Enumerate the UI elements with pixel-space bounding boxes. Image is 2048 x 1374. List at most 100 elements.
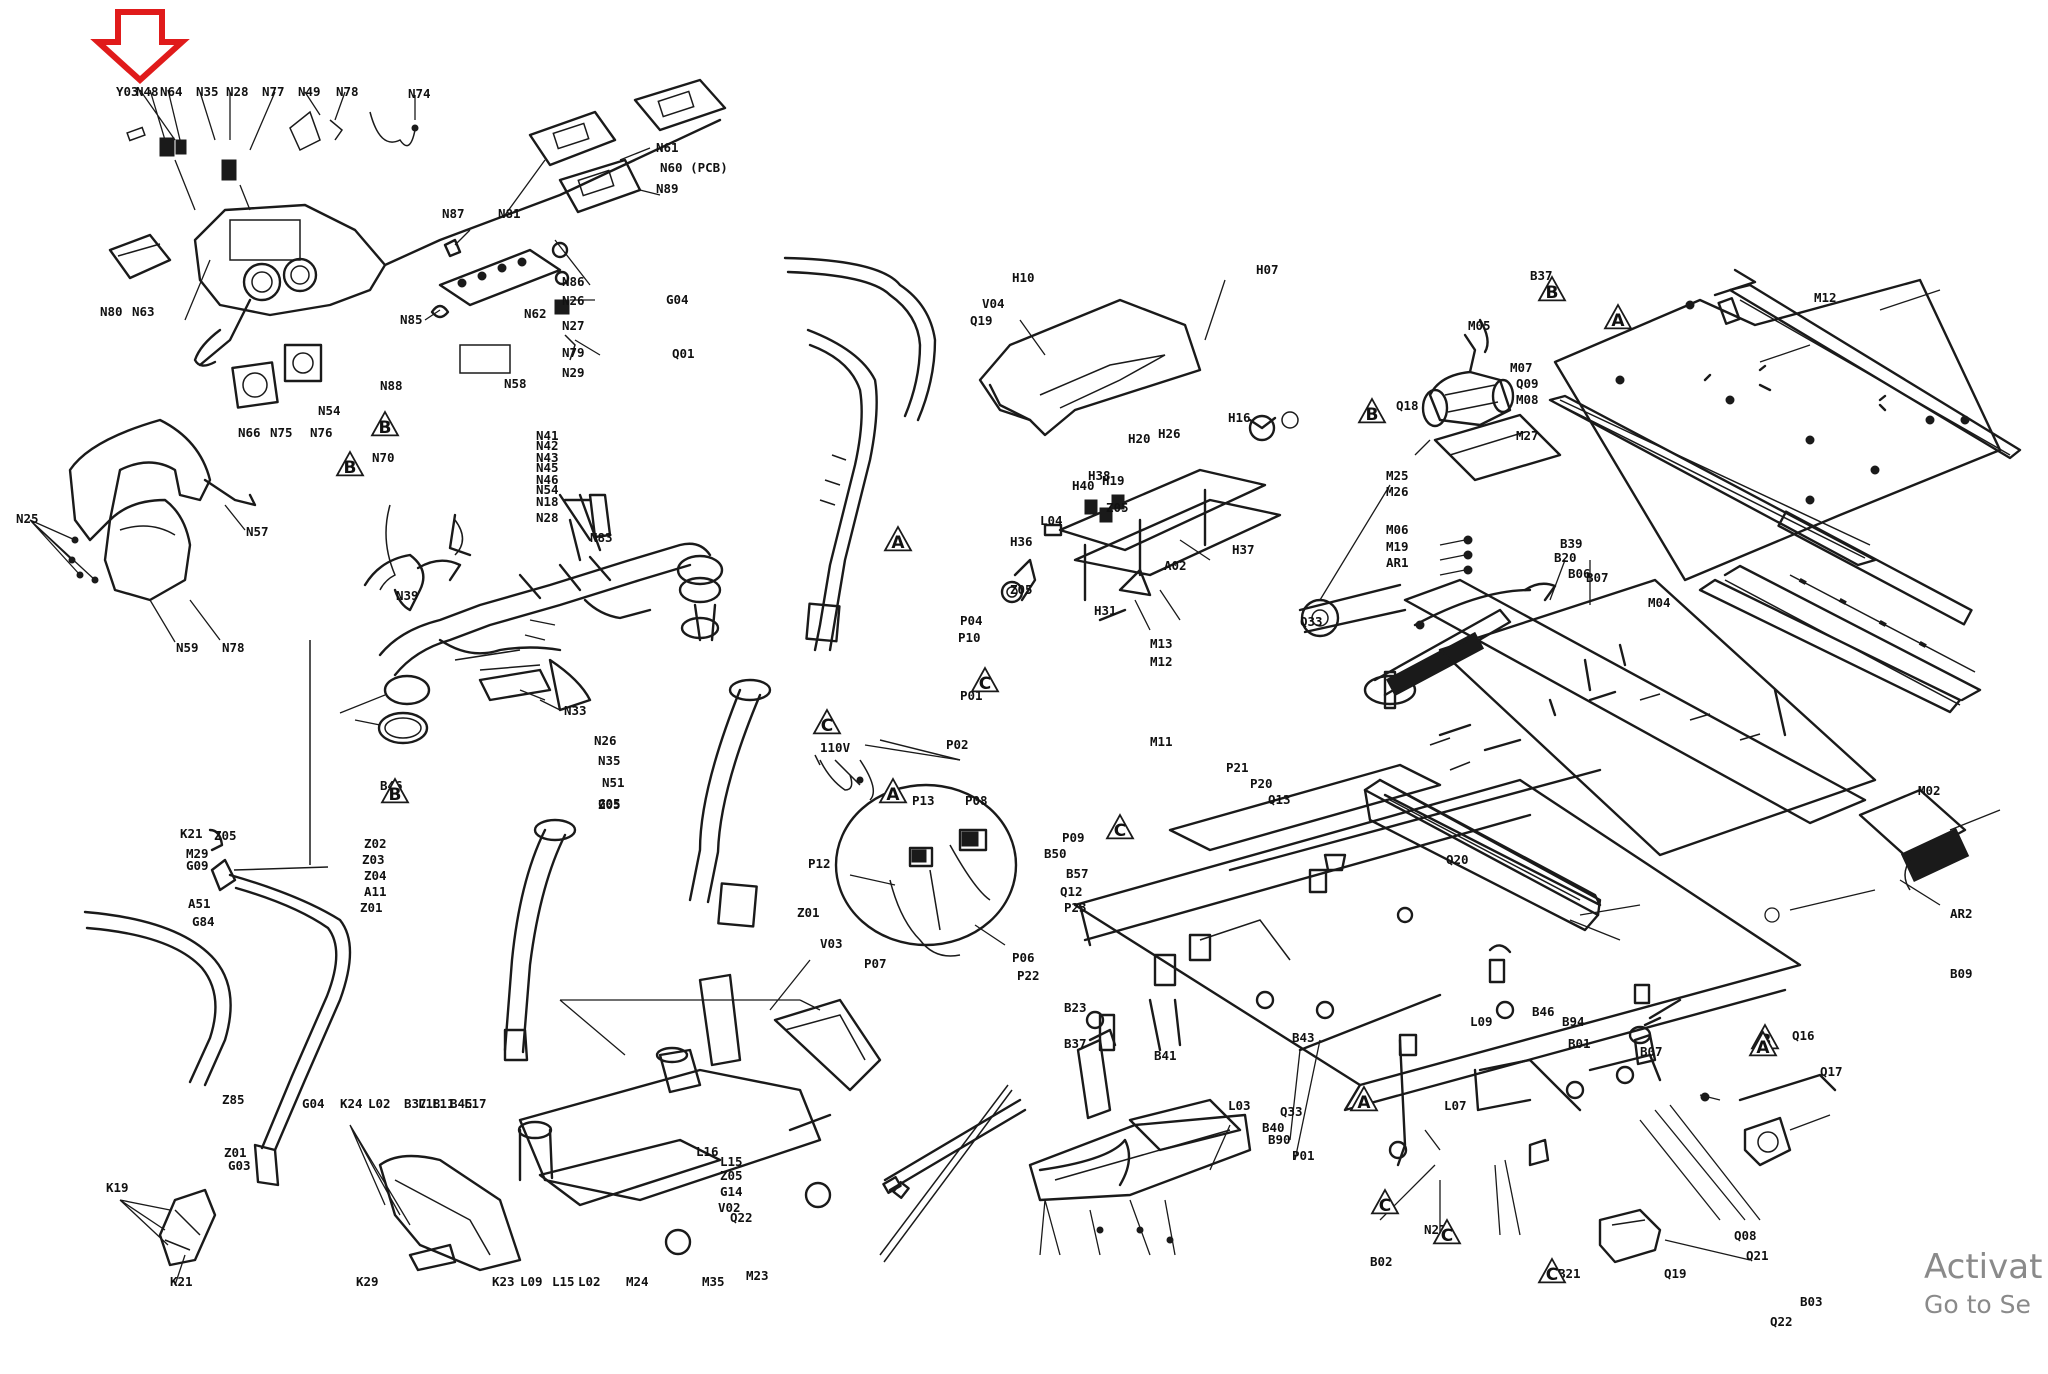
part-callout: A02 [1164,558,1187,573]
part-callout: N63 [132,304,155,319]
part-callout: P23 [1064,900,1087,915]
part-callout: H16 [1228,410,1251,425]
pcb-boards [504,78,727,216]
part-callout: Z01 [797,905,820,920]
part-callout: L17 [464,1096,487,1111]
part-callout: H10 [1012,270,1035,285]
part-callout: N87 [442,206,465,221]
section-marker-triangle: B [380,777,410,805]
part-callout: Q22 [730,1210,753,1225]
part-callout: G04 [666,292,689,307]
part-callout: N81 [498,206,521,221]
part-callout: N88 [380,378,403,393]
part-callout: B37 [404,1096,427,1111]
part-callout: P22 [1017,968,1040,983]
part-callout: Z05 [1010,582,1033,597]
section-marker-triangle: B [1357,397,1387,425]
part-callout: L15 [552,1274,575,1289]
part-callout: N66 [238,425,261,440]
base-frame-front [517,959,1027,1256]
part-callout: Q18 [1396,398,1419,413]
section-marker-triangle: B [335,450,365,478]
part-callout: L02 [578,1274,601,1289]
part-callout: K21 [180,826,203,841]
part-callout: N25 [16,511,39,526]
part-callout: N18 [536,494,559,509]
section-marker-letter: B [389,785,402,805]
section-marker-letter: C [979,674,991,694]
section-marker-triangle: C [812,708,842,736]
part-callout: Z05 [1106,500,1129,515]
part-callout: N41 [536,428,559,443]
section-marker-letter: B [344,458,357,478]
part-callout: H37 [1232,542,1255,557]
section-marker-letter: C [1114,821,1126,841]
part-callout: P08 [965,793,988,808]
part-callout: Q19 [1664,1266,1687,1281]
section-marker-letter: A [1611,311,1625,331]
section-marker-letter: A [891,533,905,553]
part-callout: N58 [504,376,527,391]
part-callout: L11 [432,1096,455,1111]
power-cord [814,744,1013,1263]
wiring-harness [834,739,1018,957]
part-callout: N46 [536,472,559,487]
part-callout: H19 [1102,473,1125,488]
part-callout: N45 [536,460,559,475]
part-callout: B50 [1044,846,1067,861]
part-callout: N27 [562,318,585,333]
section-marker-triangle: C [1537,1257,1567,1285]
section-marker-triangle: A [1748,1030,1778,1058]
part-callout: L03 [1228,1098,1251,1113]
side-handle-tubes [83,640,352,1187]
part-callout: N77 [262,84,285,99]
part-callout: Q33 [1300,614,1323,629]
part-callout: N75 [270,425,293,440]
part-callout: P01 [1292,1148,1315,1163]
part-callout: N49 [298,84,321,99]
part-callout: Q08 [1734,1228,1757,1243]
part-callout: Z02 [364,836,387,851]
part-callout: B43 [1292,1030,1315,1045]
part-callout: Z04 [364,868,387,883]
handlebar-assembly [339,493,724,745]
part-callout: K24 [340,1096,363,1111]
part-callout: Q01 [672,346,695,361]
part-callout: P07 [864,956,887,971]
section-marker-triangle: C [970,666,1000,694]
part-callout: B39 [1560,536,1583,551]
part-callout: Z05 [598,797,621,812]
part-callout: B40 [1262,1120,1285,1135]
part-callout: L15 [720,1154,743,1169]
part-callout: A51 [188,896,211,911]
section-marker-letter: A [886,785,900,805]
part-callout: N28 [226,84,249,99]
part-callout: P12 [808,856,831,871]
activation-watermark: Activat Go to Se [1924,1246,2042,1320]
part-callout: N39 [396,588,419,603]
part-callout: Q20 [1446,852,1469,867]
part-callout: P10 [958,630,981,645]
part-callout: P02 [946,737,969,752]
part-callout: Z01 [224,1145,247,1160]
bracket-lower-left [119,1188,217,1286]
part-callout: Q21 [1746,1248,1769,1263]
part-callout: P04 [960,613,983,628]
handrail-upright [783,256,937,652]
part-callout: H26 [1158,426,1181,441]
part-callout: K23 [492,1274,515,1289]
part-callout: M12 [1150,654,1173,669]
part-callout: M07 [1510,360,1533,375]
part-callout: B20 [1554,550,1577,565]
section-marker-triangle: C [1432,1218,1462,1246]
part-callout: M12 [1814,290,1837,305]
part-callout: Q22 [1770,1314,1793,1329]
part-callout: H31 [1094,603,1117,618]
part-callout: N80 [100,304,123,319]
part-callout: N70 [372,450,395,465]
section-marker-letter: B [379,418,392,438]
section-marker-triangle: A [883,525,913,553]
motor-base-frame [1000,411,1299,631]
red-down-arrow-icon [90,9,190,85]
